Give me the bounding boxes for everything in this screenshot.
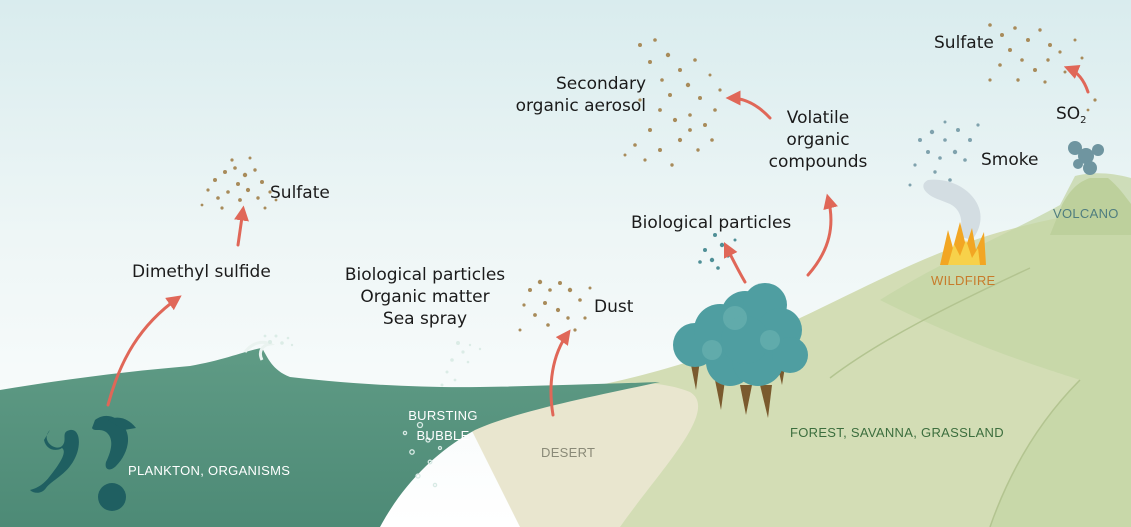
label-ocean-sources: Biological particles Organic matter Sea … [340, 264, 510, 330]
caption-volcano: VOLCANO [1053, 206, 1119, 221]
caption-bubble: BUBBLE [408, 426, 478, 446]
caption-bursting: BURSTING [408, 406, 478, 426]
label-biological-particles-ocean: Biological particles [340, 264, 510, 286]
label-so2-text: SO [1056, 104, 1080, 124]
label-secondary-organic-aerosol: Secondary organic aerosol [510, 73, 646, 117]
caption-forest: FOREST, SAVANNA, GRASSLAND [790, 425, 1004, 440]
label-secondary: Secondary [510, 73, 646, 95]
label-dimethyl-sulfide: Dimethyl sulfide [132, 261, 271, 283]
caption-bursting-bubble: BURSTING BUBBLE [408, 406, 478, 446]
label-sea-spray: Sea spray [340, 308, 510, 330]
caption-desert: DESERT [541, 445, 595, 460]
label-so2-subscript: 2 [1080, 115, 1086, 126]
label-organic-aerosol: organic aerosol [510, 95, 646, 117]
label-compounds: compounds [763, 151, 873, 173]
label-volatile: Volatile [763, 107, 873, 129]
label-smoke: Smoke [981, 149, 1038, 171]
label-so2: SO2 [1056, 103, 1087, 132]
label-sulfate-left: Sulfate [270, 182, 330, 204]
label-sulfate-right: Sulfate [934, 32, 994, 54]
label-organic-matter: Organic matter [340, 286, 510, 308]
caption-plankton: PLANKTON, ORGANISMS [128, 463, 290, 478]
label-biological-particles-forest: Biological particles [631, 212, 791, 234]
label-dust: Dust [594, 296, 633, 318]
label-organic: organic [763, 129, 873, 151]
label-volatile-organic-compounds: Volatile organic compounds [763, 107, 873, 173]
caption-wildfire: WILDFIRE [931, 273, 996, 288]
